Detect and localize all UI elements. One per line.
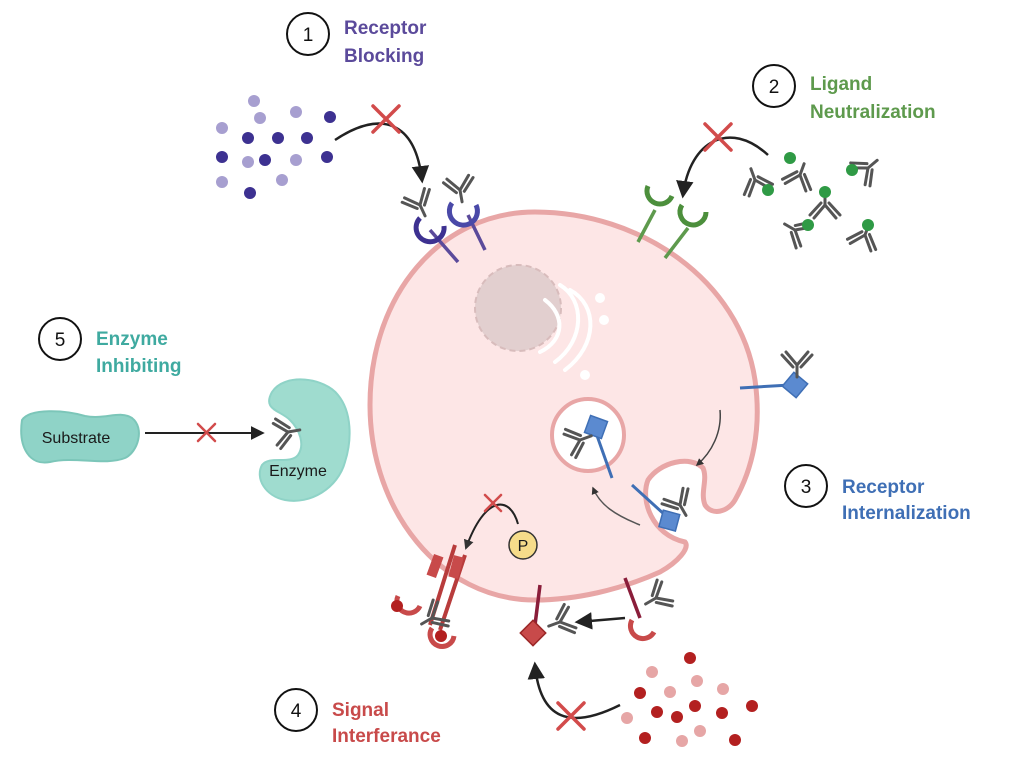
inhibit-x-icon (196, 422, 217, 443)
receptor-shift-arrow (574, 612, 626, 630)
inhibit-x-icon (483, 493, 503, 513)
step-2-title-line2: Neutralization (810, 102, 936, 123)
endosome (550, 397, 626, 479)
inhibit-x-icon (703, 122, 733, 152)
purple-receptors (413, 201, 487, 264)
step-3-title-line2: Internalization (842, 503, 971, 524)
step-4-number: 4 (291, 701, 302, 722)
ligand-neutralization-group: 2 Ligand Neutralization (636, 64, 936, 260)
step-1-title-line1: Receptor (344, 18, 427, 39)
enzyme-inhibiting-group: 5 Enzyme Inhibiting Substrate Enzyme (20, 317, 351, 502)
step-2-number: 2 (769, 77, 780, 98)
antibody-ligand-complexes (742, 152, 879, 253)
red-ligands (621, 652, 758, 747)
green-receptors (636, 185, 709, 260)
step-5-circle (38, 317, 82, 361)
inhibit-x-icon (371, 104, 401, 134)
signal-interference-group: 4 Signal Interferance (274, 493, 758, 747)
phosphate-circle (508, 530, 538, 560)
step-1-number: 1 (303, 25, 314, 46)
receptor-blocking-group: 1 Receptor Blocking (216, 12, 487, 264)
dimer-receptors (391, 544, 467, 649)
internalization-arrow (695, 409, 721, 466)
blocked-signal-ligand-arrow (527, 661, 621, 720)
step-5-title-line2: Inhibiting (96, 356, 181, 377)
phosphate-label: P (518, 538, 529, 555)
blocked-ligand-arrow (334, 122, 430, 184)
step-4-title-line2: Interferance (332, 726, 441, 747)
internalization-arrow-inside (591, 486, 641, 526)
inhibit-x-icon (556, 701, 586, 731)
step-3-title-line1: Receptor (842, 477, 925, 498)
step-3-number: 3 (801, 477, 812, 498)
cell (367, 209, 760, 603)
dark-red-receptors (519, 577, 657, 647)
step-4-circle (274, 688, 318, 732)
golgi-apparatus (538, 283, 609, 380)
step-2-title-line1: Ligand (810, 74, 872, 95)
step-1-circle (286, 12, 330, 56)
enzyme-shape (258, 378, 351, 502)
step-2-circle (752, 64, 796, 108)
surface-receptor-blue (739, 371, 809, 399)
nucleus (474, 264, 562, 352)
step-4-title-line1: Signal (332, 700, 389, 721)
enzyme-label: Enzyme (269, 463, 327, 480)
receptor-internalization-group: 3 Receptor Internalization (695, 350, 971, 524)
step-1-title-line2: Blocking (344, 46, 424, 67)
purple-ligands (216, 95, 336, 199)
step-3-circle (784, 464, 828, 508)
step-5-number: 5 (55, 330, 66, 351)
substrate-shape (20, 410, 140, 464)
step-5-title-line1: Enzyme (96, 329, 168, 350)
substrate-label: Substrate (42, 430, 111, 447)
internalizing-receptor (630, 483, 690, 532)
